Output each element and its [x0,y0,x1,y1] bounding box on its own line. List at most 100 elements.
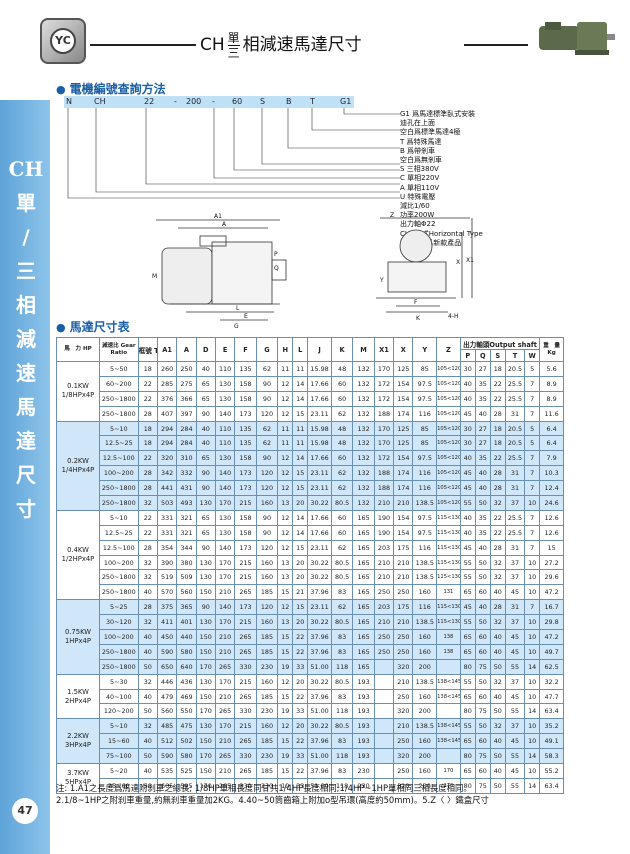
hp-label: 1/8HPx4P [61,391,95,400]
dim-x1: X1 [466,257,474,264]
table-cell: 580 [176,643,197,660]
table-cell [373,688,395,705]
table-cell: 15.98 [307,420,332,437]
code-legend-line: 空白爲無剎車 [400,156,442,165]
table-cell: 165 [352,509,375,526]
brand-logo: YC [40,18,86,64]
table-cell: 11 [277,435,294,452]
table-cell: 138<145> [436,688,461,705]
table-cell: 32 [489,673,506,690]
table-cell: 100~200 [98,629,139,645]
dim-a: A [222,221,227,228]
table-cell: 250 [176,361,197,377]
table-cell: 80.5 [330,495,354,511]
table-cell: 60 [474,584,491,601]
table-cell: 65 [459,688,476,705]
dim-a1: A1 [214,213,222,220]
table-cell: 140 [214,405,236,422]
table-cell: 6.4 [539,420,564,437]
table-cell: 12 [277,405,294,422]
table-cell: 132 [352,420,375,437]
code-legend-line: U 特殊電壓 [400,192,436,201]
table-cell: 35 [474,509,491,526]
table-cell: 320 [393,777,414,794]
table-cell: 85 [412,361,438,377]
model-code-part: CH [94,97,106,106]
table-cell: 230 [255,777,279,794]
table-cell: 62.5 [539,658,564,675]
table-cell: 60 [474,629,491,645]
section-title-code: 電機編號查詢方法 [56,80,166,97]
table-cell [373,658,395,675]
table-cell: 45 [504,688,526,705]
table-cell: 22 [292,688,309,705]
table-cell: 210 [393,554,414,571]
table-cell: 32 [137,673,158,690]
table-cell: 62 [255,361,279,377]
table-cell: 132 [352,435,375,452]
table-cell: 51.00 [307,658,332,675]
table-cell: 110 [214,361,236,377]
table-cell: 193 [352,673,375,690]
dim-l: L [236,305,240,312]
title-stack: 單三 [227,32,240,59]
table-cell: 210 [214,763,236,779]
table-cell: 65 [459,643,476,660]
table-cell: 55 [459,495,476,511]
table-cell: 354 [156,539,178,556]
table-cell: 188 [373,465,395,482]
code-legend-line: 出力軸Φ22 [400,220,436,229]
table-cell: 193 [352,703,375,720]
table-cell: 10 [524,629,541,645]
table-cell: 83 [330,643,354,660]
table-cell: 120 [255,480,279,497]
table-cell: 18 [137,361,158,377]
table-cell: 132 [352,375,375,392]
table-cell: 260 [156,361,178,377]
table-cell: 321 [176,509,197,526]
table-cell: 18 [137,435,158,452]
dim-f: F [414,299,418,306]
table-cell: 118 [330,703,354,720]
table-cell: 138.5 [412,614,438,631]
table-cell: 15 [277,763,294,779]
vertical-title-char: 速 [16,361,36,385]
table-cell: 80.5 [330,569,354,586]
table-cell: 165 [352,614,375,631]
table-cell: 40 [195,435,216,452]
table-cell: 83 [330,688,354,705]
table-cell: 502 [176,733,197,750]
table-cell: 32 [489,495,506,511]
table-cell: 250 [373,584,395,601]
model-code-part: - [212,97,215,106]
table-header: G [255,337,279,362]
table-cell: 165 [352,554,375,571]
table-cell: 19 [277,658,294,675]
table-cell: 28 [137,480,158,497]
table-cell: 650 [156,658,178,675]
table-cell: 512 [156,733,178,750]
table-cell: 375 [156,599,178,616]
table-cell: 173 [234,480,257,497]
table-cell: 22 [489,375,506,392]
table-cell: 5 [524,435,541,452]
dim-m: M [152,273,157,280]
table-cell: 12.5~25 [98,524,139,541]
table-cell: 90 [195,599,216,616]
table-cell: 138.5 [412,569,438,586]
table-cell: 210 [373,554,395,571]
table-cell: 15~60 [98,733,139,750]
table-cell: 49.7 [539,643,564,660]
table-cell: 20 [292,554,309,571]
table-cell: 80.5 [330,673,354,690]
table-cell: 37.96 [307,584,332,601]
table-cell: 8.9 [539,375,564,392]
table-cell: 35 [474,450,491,467]
